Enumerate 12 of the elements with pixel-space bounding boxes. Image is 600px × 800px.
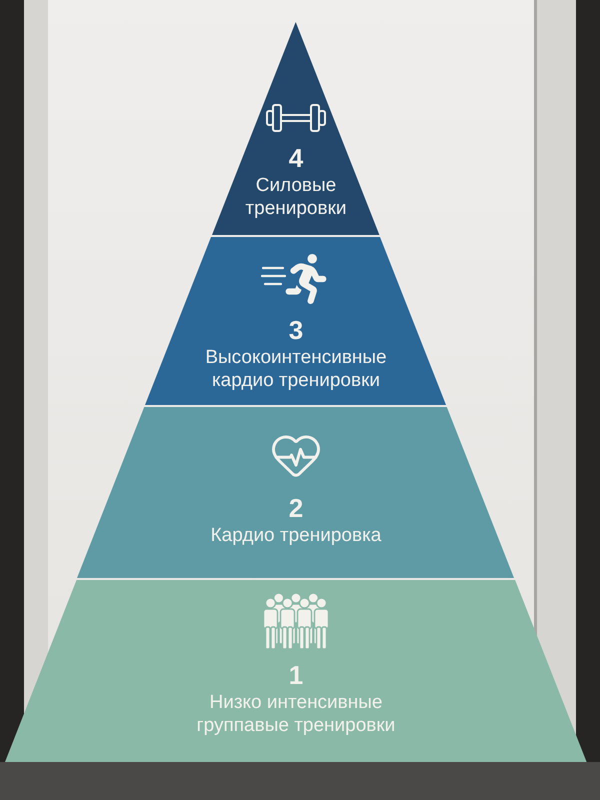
- tier-number: 1: [288, 661, 304, 689]
- tier-label: Силовые тренировки: [244, 174, 348, 220]
- pyramid-tier: [5, 580, 587, 762]
- tier-label: Низко интенсивные группавые тренировки: [196, 691, 396, 737]
- tier-number: 4: [288, 144, 304, 172]
- tier-number: 2: [288, 494, 304, 522]
- pyramid-tier: [77, 407, 514, 578]
- tier-label: Высокоинтенсивные кардио тренировки: [204, 346, 388, 392]
- tier-label: Кардио тренировка: [210, 524, 382, 547]
- pyramid-tier: [145, 237, 446, 405]
- tier-number: 3: [288, 316, 304, 344]
- pyramid-tier: [212, 22, 380, 235]
